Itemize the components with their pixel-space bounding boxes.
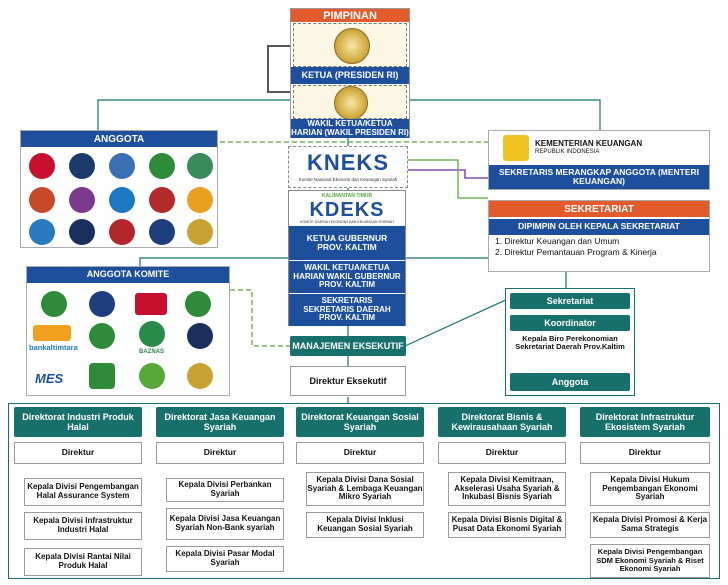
muhammadiyah-logo-icon	[139, 363, 165, 389]
ministry-logo-icon	[187, 219, 213, 245]
bankaltimtara-logo-icon	[33, 325, 71, 341]
direktur-box: Direktur	[580, 442, 710, 464]
kdeks-prov: KALIMANTAN TIMUR	[321, 193, 373, 199]
kepala-divisi-box: Kepala Divisi Perbankan Syariah	[166, 478, 284, 502]
kepala-divisi-box: Kepala Divisi Promosi & Kerja Sama Strat…	[590, 512, 710, 538]
kepala-divisi-box: Kepala Divisi Kemitraan, Akselerasi Usah…	[448, 472, 566, 506]
kaltim-logo-icon	[41, 291, 67, 317]
kdeks-block: KALIMANTAN TIMUR KDEKS KOMITE DAERAH EKO…	[288, 190, 406, 326]
kdeks-sekretaris: SEKRETARIS SEKRETARIS DAERAH PROV. KALTI…	[289, 294, 405, 326]
kneks-logo-box: KNEKS Komite Nasional Ekonomi dan Keuang…	[288, 146, 408, 188]
kemenkeu-sub: REPUBLIK INDONESIA	[535, 149, 600, 155]
kdeks-tagline: KOMITE DAERAH EKONOMI DAN KEUANGAN SYARI…	[300, 220, 394, 224]
kepala-divisi-box: Kepala Divisi Dana Sosial Syariah & Lemb…	[306, 472, 424, 506]
direktorat-title: Direktorat Bisnis & Kewirausahaan Syaria…	[438, 407, 566, 437]
kepala-divisi-box: Kepala Divisi Pengembangan Halal Assuran…	[24, 478, 142, 506]
pimpinan-title: PIMPINAN	[291, 9, 409, 22]
anggota-title: ANGGOTA	[21, 131, 217, 147]
president-seal-area	[293, 23, 407, 67]
kepala-divisi-box: Kepala Divisi Pengembangan SDM Ekonomi S…	[590, 544, 710, 578]
kdeks-logo: KDEKS	[309, 199, 385, 221]
direktur-box: Direktur	[14, 442, 142, 464]
pimpinan-block: PIMPINAN KETUA (PRESIDEN RI) WAKIL KETUA…	[290, 8, 410, 138]
ministry-logo-icon	[109, 187, 135, 213]
kepala-divisi-box: Kepala Divisi Rantai Nilai Produk Halal	[24, 548, 142, 576]
direktur-box: Direktur	[438, 442, 566, 464]
kesultanan-logo-icon	[187, 363, 213, 389]
sekretariat-item: 1. Direktur Keuangan dan Umum	[495, 236, 620, 246]
ministry-logo-icon	[69, 187, 95, 213]
anggota-komite-title: ANGGOTA KOMITE	[27, 267, 229, 283]
vice-seal-area	[293, 85, 407, 120]
ministry-logo-icon	[187, 187, 213, 213]
ministry-logo-icon	[109, 153, 135, 179]
kepala-divisi-box: Kepala Divisi Jasa Keuangan Syariah Non-…	[166, 508, 284, 540]
kemenkeu-logo-icon	[503, 135, 529, 161]
ministry-logo-icon	[29, 187, 55, 213]
kepala-divisi-box: Kepala Divisi Hukum Pengembangan Ekonomi…	[590, 472, 710, 506]
kemenkeu-name: KEMENTERIAN KEUANGAN	[535, 139, 643, 148]
ministry-logo-icon	[109, 219, 135, 245]
direktorat-title: Direktorat Jasa Keuangan Syariah	[156, 407, 284, 437]
baznas-label: BAZNAS	[139, 349, 164, 355]
ministry-logo-icon	[29, 153, 55, 179]
sekretariat-block: SEKRETARIAT DIPIMPIN OLEH KEPALA SEKRETA…	[488, 200, 710, 272]
baznas-logo-icon	[139, 321, 165, 347]
right-sekretariat: Sekretariat	[510, 293, 630, 309]
kepala-divisi-box: Kepala Divisi Bisnis Digital & Pusat Dat…	[448, 512, 566, 538]
sekretaris-anggota-label: SEKRETARIS MERANGKAP ANGGOTA (MENTERI KE…	[489, 165, 709, 189]
ketua-label: KETUA (PRESIDEN RI)	[291, 67, 409, 84]
kdeks-ketua: KETUA GUBERNUR PROV. KALTIM	[289, 226, 405, 260]
manajemen-eksekutif: MANAJEMEN EKSEKUTIF	[290, 336, 406, 356]
ministry-logo-icon	[149, 153, 175, 179]
kepala-divisi-box: Kepala Divisi Pasar Modal Syariah	[166, 546, 284, 572]
sekretariat-item: 2. Direktur Pemantauan Program & Kinerja	[495, 247, 657, 257]
sekretariat-head: DIPIMPIN OLEH KEPALA SEKRETARIAT	[489, 219, 709, 235]
kemenkeu-block: KEMENTERIAN KEUANGAN REPUBLIK INDONESIA …	[488, 130, 710, 190]
ministry-logo-icon	[187, 153, 213, 179]
kdeks-wakil: WAKIL KETUA/KETUA HARIAN WAKIL GUBERNUR …	[289, 261, 405, 293]
right-anggota: Anggota	[510, 373, 630, 391]
garuda-emblem-icon	[334, 86, 368, 120]
ministry-logo-icon	[69, 219, 95, 245]
garuda-emblem-icon	[334, 28, 370, 64]
mes-label: MES	[35, 371, 64, 386]
anggota-komite-block: ANGGOTA KOMITE bankaltimtara BAZNAS MES	[26, 266, 230, 396]
bi-logo-icon	[89, 291, 115, 317]
kemenag-logo-icon	[185, 291, 211, 317]
direktorat-title: Direktorat Keuangan Sosial Syariah	[296, 407, 424, 437]
kneks-tagline: Komite Nasional Ekonomi dan Keuangan Sya…	[298, 177, 398, 182]
ministry-logo-icon	[29, 219, 55, 245]
anggota-block: ANGGOTA	[20, 130, 218, 248]
right-kepala: Kepala Biro Perekonomian Sekretariat Dae…	[515, 334, 625, 352]
wakil-ketua-label: WAKIL KETUA/KETUA HARIAN (WAKIL PRESIDEN…	[291, 118, 409, 138]
kepala-divisi-box: Kepala Divisi Infrastruktur Industri Hal…	[24, 512, 142, 540]
right-koordinator: Koordinator	[510, 315, 630, 331]
ministry-logo-icon	[69, 153, 95, 179]
bwi-logo-icon	[187, 323, 213, 349]
kepala-divisi-box: Kepala Divisi Inklusi Keuangan Sosial Sy…	[306, 512, 424, 538]
direktur-box: Direktur	[296, 442, 424, 464]
mui-logo-icon	[89, 323, 115, 349]
sekretariat-title: SEKRETARIAT	[489, 201, 709, 217]
direktorat-title: Direktorat Industri Produk Halal	[14, 407, 142, 437]
right-panel: Sekretariat Koordinator Kepala Biro Pere…	[505, 288, 635, 396]
direktorat-title: Direktorat Infrastruktur Ekosistem Syari…	[580, 407, 710, 437]
ministry-logo-icon	[149, 187, 175, 213]
direktur-box: Direktur	[156, 442, 284, 464]
nu-logo-icon	[89, 363, 115, 389]
ministry-logo-icon	[149, 219, 175, 245]
direktur-eksekutif: Direktur Eksekutif	[290, 366, 406, 396]
ojk-logo-icon	[135, 293, 167, 315]
bankaltimtara-label: bankaltimtara	[29, 343, 78, 352]
kneks-logo: KNEKS	[306, 150, 389, 175]
